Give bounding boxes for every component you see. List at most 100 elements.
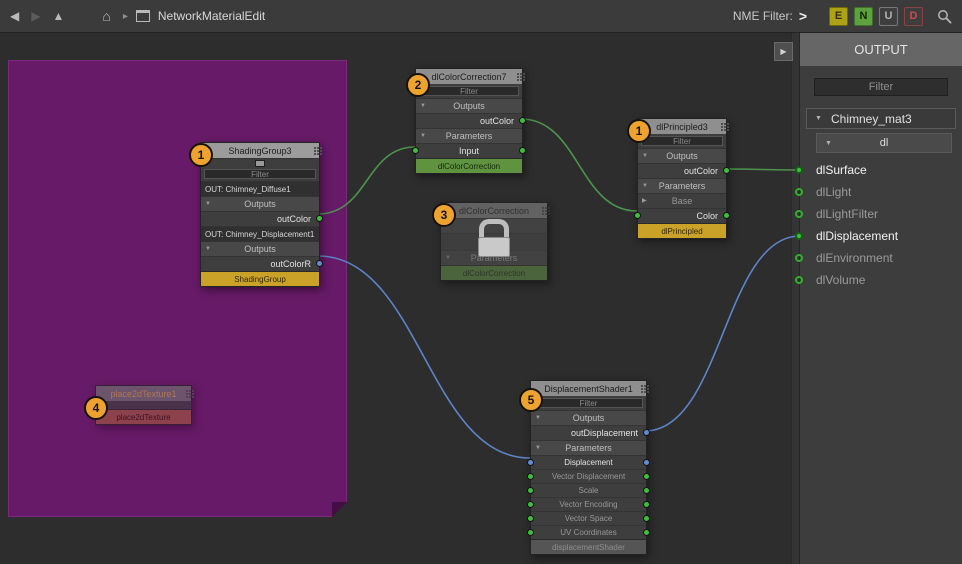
terminal-dlenvironment[interactable]: dlEnvironment — [795, 247, 962, 269]
node-filter-field[interactable]: Filter — [534, 398, 643, 408]
wire-outdisplacement-to-dldisplacement[interactable] — [644, 235, 800, 432]
port-input-left[interactable] — [412, 147, 419, 154]
node-displacementshader1[interactable]: DisplacementShader1 Filter ▼ Outputs out… — [527, 380, 650, 555]
panel-collapse-button[interactable]: ▶ — [774, 42, 793, 61]
node-title-bar[interactable]: place2dTexture1 — [96, 386, 191, 401]
material-group-label: Chimney_mat3 — [831, 111, 912, 126]
node-title-label: dlColorCorrection7 — [431, 71, 507, 82]
port-color-left[interactable] — [634, 212, 641, 219]
parameters-section-header[interactable]: ▼ Parameters — [531, 440, 646, 455]
terminal-port-dlenvironment[interactable] — [795, 254, 803, 262]
forward-icon[interactable]: ▶ — [31, 9, 41, 23]
parameters-section-header[interactable]: ▼ Parameters — [638, 178, 726, 193]
filter-toggle-u[interactable]: U — [879, 6, 898, 26]
bypass-toggle[interactable] — [255, 159, 265, 167]
terminal-dlsurface[interactable]: dlSurface — [795, 159, 962, 181]
port-uv-coordinates-left[interactable] — [527, 528, 534, 536]
terminal-dldisplacement[interactable]: dlDisplacement — [795, 225, 962, 247]
node-filter-field[interactable]: Filter — [204, 169, 316, 179]
port-input-right[interactable] — [519, 147, 526, 154]
node-shadinggroup3[interactable]: ShadingGroup3 Filter OUT: Chimney_Diffus… — [200, 142, 323, 287]
parameters-section-header[interactable]: ▼ Parameters — [416, 128, 522, 143]
material-group-header[interactable]: ▼ Chimney_mat3 — [806, 108, 956, 129]
port-vector-space-right[interactable] — [643, 514, 650, 522]
section-label: Outputs — [453, 101, 485, 111]
outputs-section-header[interactable]: ▼ Outputs — [531, 410, 646, 425]
home-icon[interactable]: ⌂ — [102, 8, 111, 24]
wire-outcolor-to-color[interactable] — [520, 118, 638, 212]
canvas-scrollbar[interactable] — [791, 33, 800, 564]
outputs-section-header[interactable]: ▼ Outputs — [201, 196, 319, 211]
chevron-down-icon: ▼ — [825, 139, 832, 147]
node-type-footer: ShadingGroup — [201, 271, 319, 286]
terminal-dllightfilter[interactable]: dlLightFilter — [795, 203, 962, 225]
node-dlcolorcorrection7[interactable]: dlColorCorrection7 Filter ▼ Outputs outC… — [412, 68, 526, 174]
outputs-section-header[interactable]: ▼ Outputs — [201, 241, 319, 256]
outputs-section-header[interactable]: ▼ Outputs — [416, 98, 522, 113]
node-title-bar[interactable]: dlPrincipled3 — [638, 119, 726, 134]
chevron-down-icon: ▼ — [420, 103, 426, 109]
breadcrumb[interactable]: NetworkMaterialEdit — [157, 9, 266, 23]
node-type-footer: dlColorCorrection — [441, 265, 547, 280]
port-label: Input — [458, 146, 480, 156]
panel-filter-input[interactable] — [814, 78, 948, 96]
port-uv-coordinates-right[interactable] — [643, 528, 650, 536]
search-icon[interactable] — [937, 9, 952, 24]
port-displacement-right[interactable] — [643, 458, 650, 466]
node-title-bar[interactable]: ShadingGroup3 — [201, 143, 319, 158]
terminal-port-dllight[interactable] — [795, 188, 803, 196]
filter-toggle-e[interactable]: E — [829, 6, 848, 26]
port-vector-displacement-right[interactable] — [643, 472, 650, 480]
terminal-port-dlsurface[interactable] — [795, 166, 803, 174]
port-vector-encoding-left[interactable] — [527, 500, 534, 508]
node-dlcolorcorrection-locked[interactable]: dlColorCorrection ▼ ▼ Parameters dlColor… — [440, 202, 548, 281]
node-title-bar[interactable]: DisplacementShader1 — [531, 381, 646, 396]
node-graph-canvas[interactable]: ShadingGroup3 Filter OUT: Chimney_Diffus… — [0, 33, 800, 564]
wire-outcolor-to-input[interactable] — [317, 146, 416, 215]
node-title-bar[interactable]: dlColorCorrection7 — [416, 69, 522, 84]
outputs-section-header[interactable]: ▼ Outputs — [638, 148, 726, 163]
shader-subgroup-header[interactable]: ▼ dl — [816, 133, 952, 153]
port-outcolorr[interactable] — [316, 260, 323, 267]
section-label: Parameters — [470, 253, 518, 263]
step-badge-3: 3 — [432, 203, 456, 227]
port-row-vector-space: Vector Space — [527, 511, 650, 525]
chevron-down-icon: ▼ — [815, 115, 822, 122]
backdrop-frame[interactable] — [8, 60, 347, 517]
base-group-row[interactable]: ▶ Base — [638, 193, 726, 208]
port-outcolor[interactable] — [316, 215, 323, 222]
port-vector-encoding-right[interactable] — [643, 500, 650, 508]
node-title-label: ShadingGroup3 — [228, 145, 292, 156]
wire-outcolor-to-dlsurface[interactable] — [724, 168, 800, 171]
port-label: outColor — [683, 166, 718, 176]
port-scale-left[interactable] — [527, 486, 534, 494]
node-dlprincipled3[interactable]: dlPrincipled3 Filter ▼ Outputs outColor … — [634, 118, 730, 239]
terminal-port-dlvolume[interactable] — [795, 276, 803, 284]
filter-toggle-d[interactable]: D — [904, 6, 923, 26]
terminal-port-dllightfilter[interactable] — [795, 210, 803, 218]
node-filter-field[interactable]: Filter — [419, 86, 519, 96]
port-label: Scale — [578, 486, 599, 495]
nme-filter-expand-icon[interactable]: > — [798, 8, 807, 24]
node-filter-field[interactable]: Filter — [641, 136, 723, 146]
wire-outcolorr-to-displacement[interactable] — [317, 255, 531, 459]
back-icon[interactable]: ◀ — [10, 9, 20, 23]
node-type-footer: displacementShader — [531, 539, 646, 554]
port-vector-displacement-left[interactable] — [527, 472, 534, 480]
port-outcolor[interactable] — [723, 167, 730, 174]
port-outcolor[interactable] — [519, 117, 526, 124]
terminal-dllight[interactable]: dlLight — [795, 181, 962, 203]
port-displacement-left[interactable] — [527, 458, 534, 466]
up-icon[interactable]: ▲ — [52, 9, 65, 23]
node-place2dtexture1[interactable]: place2dTexture1 place2dTexture — [95, 385, 192, 425]
backdrop-fold-corner[interactable] — [332, 502, 347, 517]
port-label: Vector Space — [564, 514, 613, 523]
filter-toggle-n[interactable]: N — [854, 6, 873, 26]
node-title-bar[interactable]: dlColorCorrection — [441, 203, 547, 218]
port-scale-right[interactable] — [643, 486, 650, 494]
port-color-right[interactable] — [723, 212, 730, 219]
port-outdisplacement[interactable] — [643, 429, 650, 436]
terminal-dlvolume[interactable]: dlVolume — [795, 269, 962, 291]
port-vector-space-left[interactable] — [527, 514, 534, 522]
terminal-port-dldisplacement[interactable] — [795, 232, 803, 240]
